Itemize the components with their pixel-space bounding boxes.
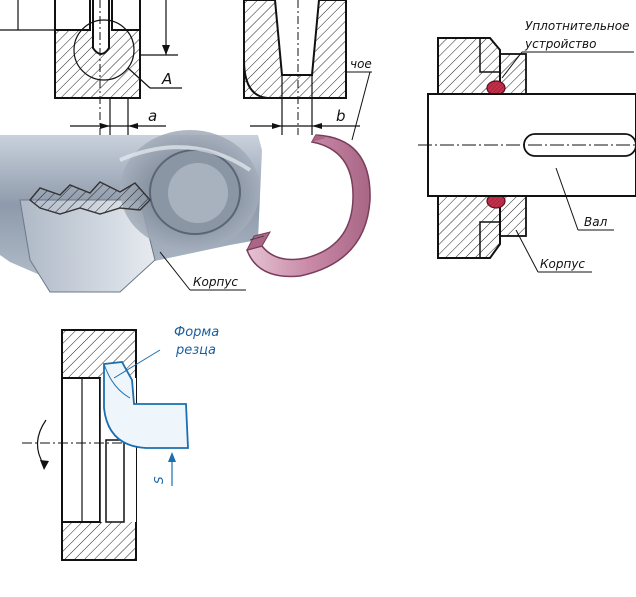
detail-a-label: A [161,70,172,88]
partial-word: чое [350,57,372,71]
groove-section-b: b чое [243,0,372,141]
dim-b-label: b [336,107,346,125]
groove-section-a: A a [0,0,182,135]
shaft-seal-assembly: Уплотнительное устройство Вал Корпус [418,19,636,273]
feed-label: S [152,476,166,484]
housing-render: Корпус [0,130,262,293]
cutter-label-2: резца [175,343,216,358]
cutter-label-1: Форма [174,325,219,340]
housing-right-label: Корпус [540,257,585,271]
seal-device-label-2: устройство [524,37,596,51]
seal-ring [246,134,371,278]
groove-cutting-diagram: S Форма резца [22,325,219,561]
shaft-label: Вал [584,215,608,229]
seal-device-label-1: Уплотнительное [525,19,630,33]
housing-photo-label: Корпус [193,275,238,289]
dim-a-label: a [148,107,157,125]
